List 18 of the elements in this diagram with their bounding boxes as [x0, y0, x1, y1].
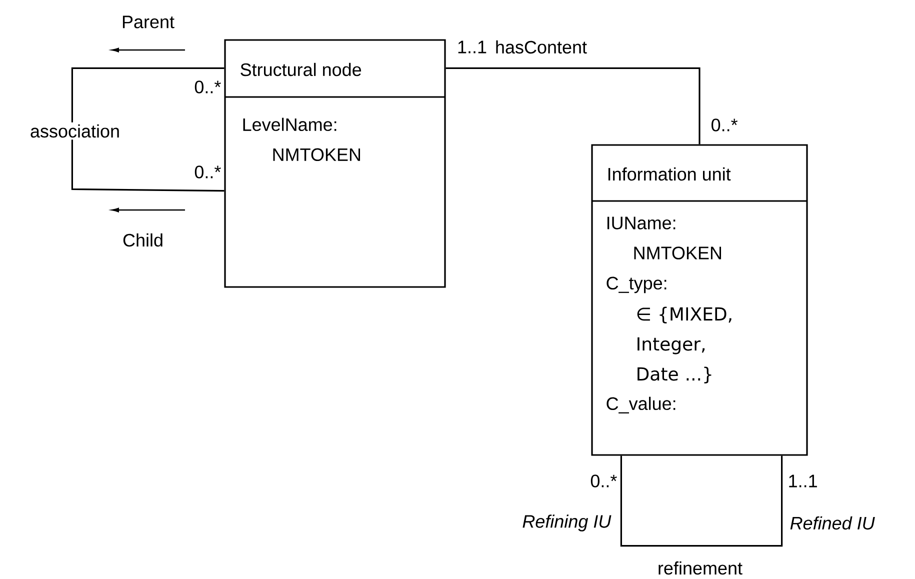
role-label: Child: [123, 233, 162, 247]
association-line: [71, 67, 224, 192]
association-line: [620, 456, 783, 547]
multiplicity-label: 1..1: [789, 474, 817, 488]
class-box: Structural node LevelName: NMTOKEN: [224, 39, 446, 288]
class-box: Information unit IUName: NMTOKEN C_type: ∈ {MIXED, Integer, Date ...} C_value:: [591, 144, 808, 456]
role-label: Refining IU: [522, 514, 612, 532]
multiplicity-label: 0..*: [712, 118, 738, 132]
role-label: Refined IU: [790, 516, 875, 530]
edge-label: refinement: [656, 559, 745, 577]
edge-label: association: [28, 122, 122, 140]
edge-label: hasContent: [492, 38, 590, 56]
role-label: Parent: [122, 16, 174, 28]
multiplicity-label: 1..1: [458, 40, 486, 54]
multiplicity-label: 0..*: [194, 80, 221, 94]
association-line: [446, 67, 700, 144]
multiplicity-label: 0..*: [194, 166, 221, 178]
multiplicity-label: 0..*: [590, 474, 617, 488]
